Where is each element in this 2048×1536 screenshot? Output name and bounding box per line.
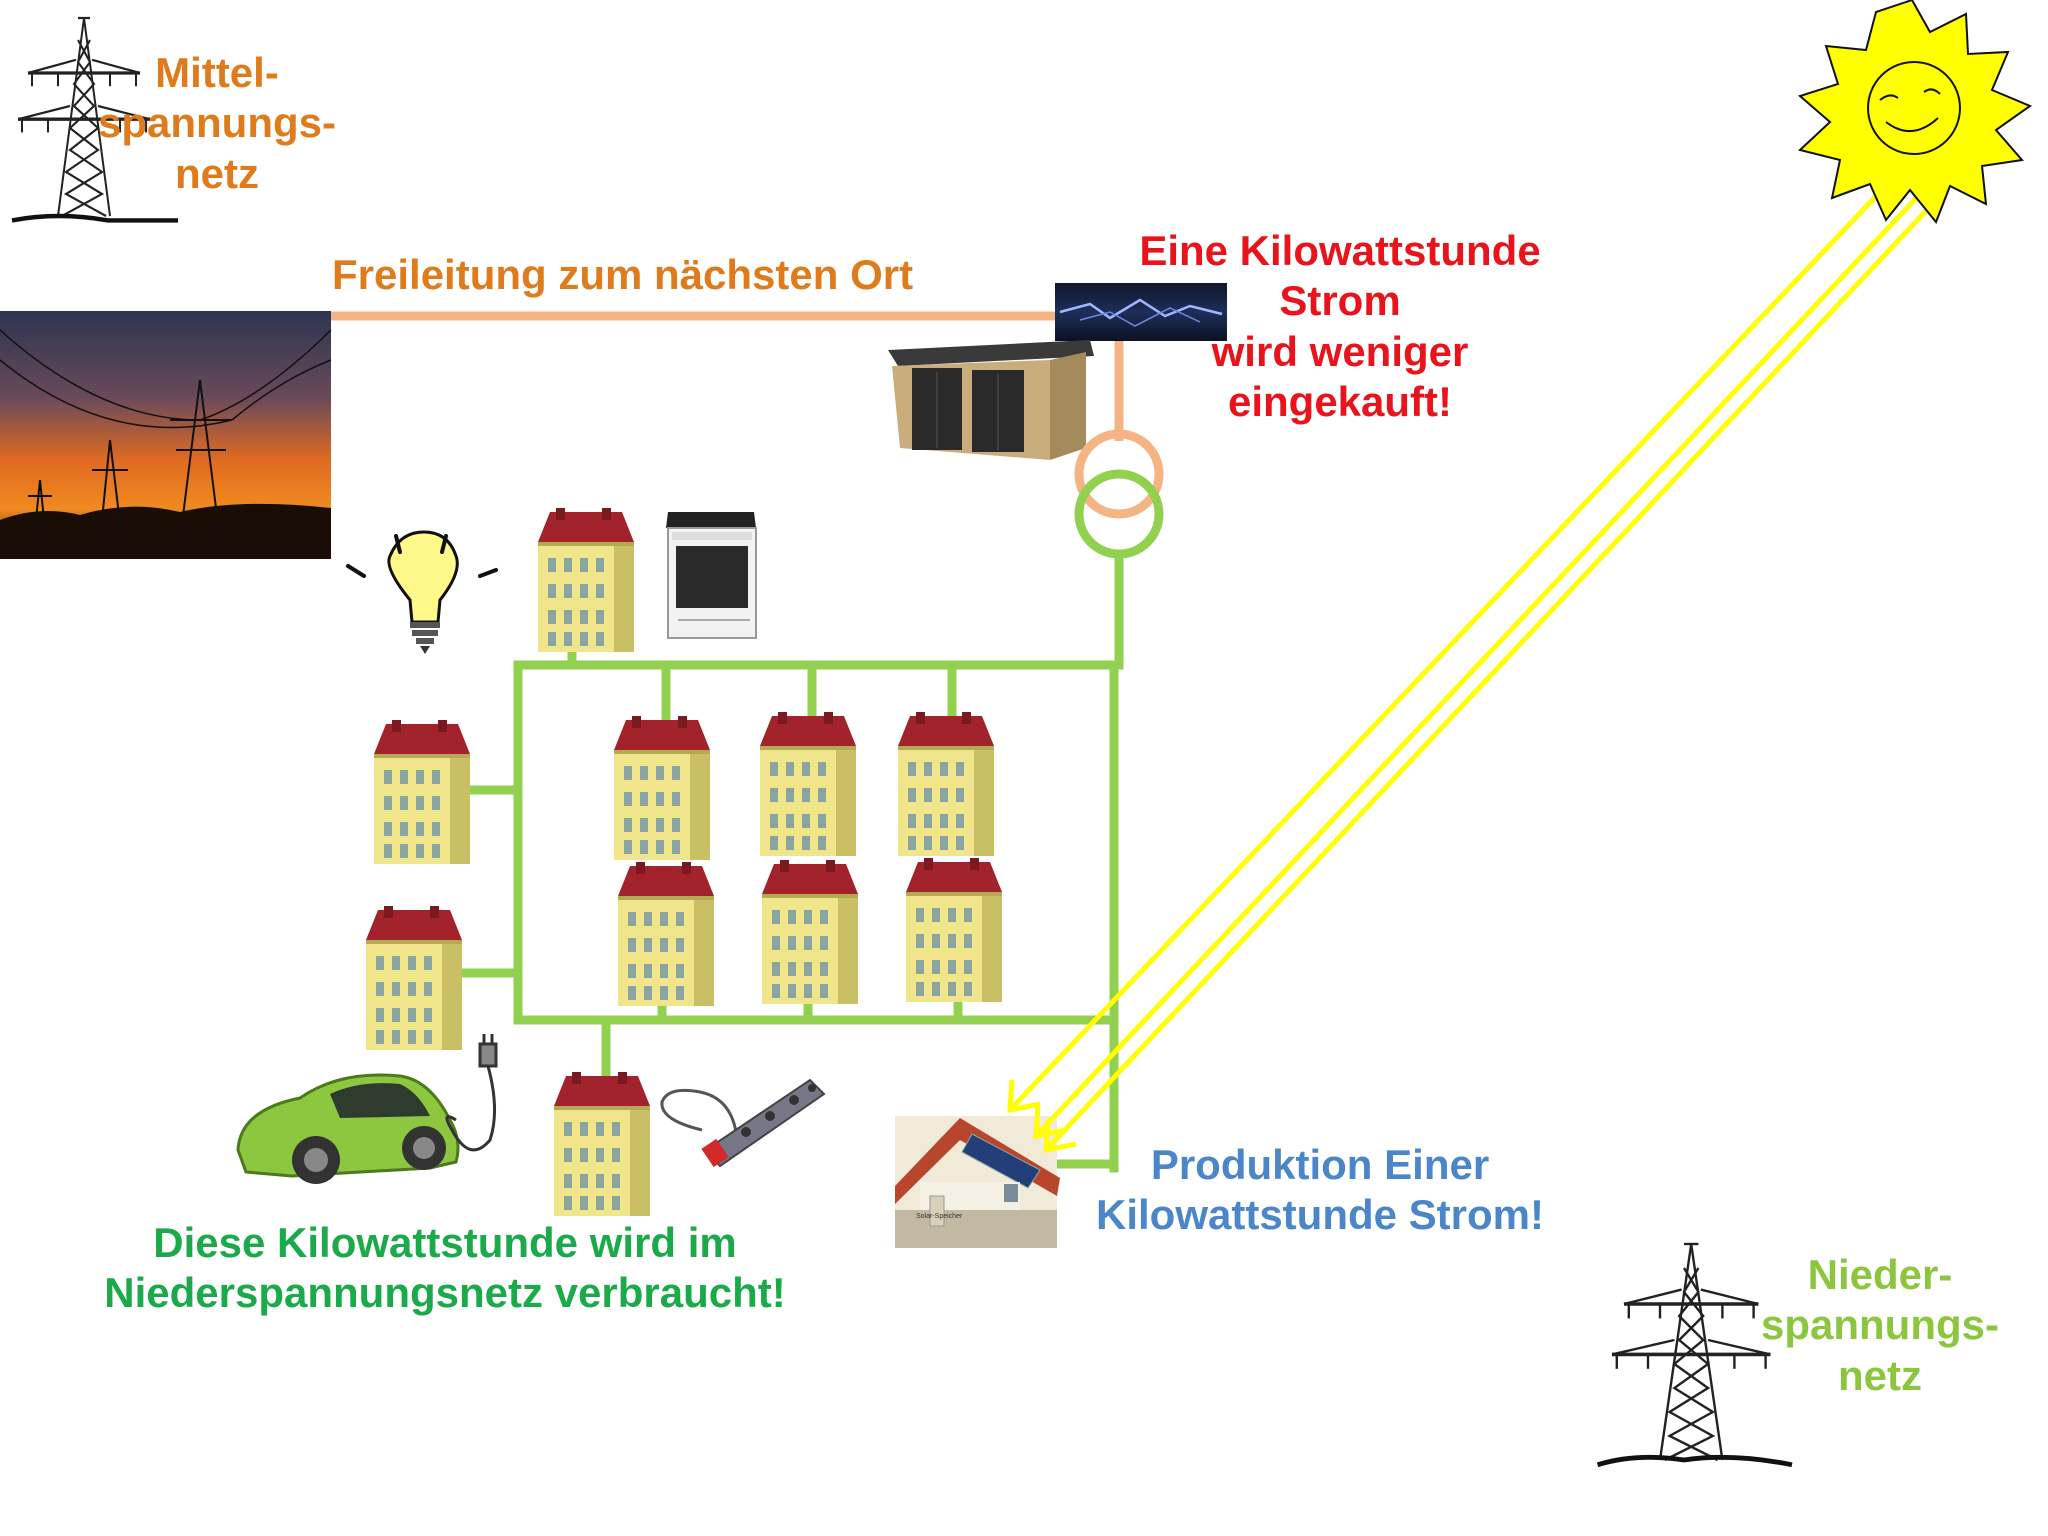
medium-voltage-line-2: spannungs- (98, 99, 336, 147)
apartment-building-icon (374, 720, 470, 864)
smiling-sun-icon (1797, 0, 2033, 224)
production-label: Produktion Einer Kilowattstunde Strom! (1070, 1140, 1570, 1241)
sun-ray-arrows (1007, 1079, 1077, 1154)
power-pylon-icon-low (1596, 1242, 1793, 1468)
power-plug-icon (445, 1034, 498, 1152)
low-voltage-network-label: Nieder- spannungs- netz (1740, 1250, 2020, 1401)
apartment-building-icon (618, 862, 714, 1006)
medium-voltage-line-3: netz (175, 149, 259, 197)
apartment-building-icon (760, 712, 856, 856)
solar-house-icon: Solar-Speicher (895, 1116, 1060, 1248)
apartment-building-icon (366, 906, 462, 1050)
kwh-bought-line-3: wird weniger (1211, 327, 1469, 375)
power-strip-icon (660, 1078, 826, 1168)
sun-rays (1008, 190, 1942, 1152)
electric-stove-icon (666, 512, 757, 639)
apartment-building-icon (762, 860, 858, 1004)
overhead-line-label: Freileitung zum nächsten Ort (332, 250, 913, 300)
medium-voltage-network-label: Mittel- spannungs- netz (92, 48, 342, 199)
electric-car-icon (236, 1073, 460, 1184)
sunset-power-lines-photo (0, 311, 332, 559)
solar-house-caption: Solar-Speicher (916, 1213, 963, 1220)
low-voltage-line-1: Nieder- (1807, 1251, 1953, 1298)
kwh-bought-line-2: Strom (1279, 277, 1401, 325)
production-line-1: Produktion Einer (1150, 1141, 1490, 1188)
apartment-building-icon (898, 712, 994, 856)
overhead-line-text: Freileitung zum nächsten Ort (332, 251, 914, 298)
kwh-bought-line-1: Eine Kilowattstunde (1139, 227, 1541, 274)
transformer-symbol-icon (1074, 429, 1164, 559)
power-pylon-icon-medium (11, 16, 178, 223)
apartment-building-icon (538, 508, 634, 652)
consumed-label: Diese Kilowattstunde wird im Niederspann… (60, 1218, 830, 1319)
consumed-line-1: Diese Kilowattstunde wird im (153, 1219, 737, 1266)
consumed-line-2: Niederspannungsnetz verbraucht! (104, 1269, 786, 1317)
light-bulb-icon (346, 530, 498, 654)
apartment-building-icon (614, 716, 710, 860)
apartment-building-icon (906, 858, 1002, 1002)
lightning-icon (1055, 283, 1227, 341)
kwh-bought-label: Eine Kilowattstunde Strom wird weniger e… (1110, 226, 1570, 428)
apartment-building-icon (554, 1072, 650, 1216)
transformer-station-icon (888, 340, 1094, 460)
low-voltage-line-2: spannungs- (1761, 1301, 1999, 1349)
production-line-2: Kilowattstunde Strom! (1096, 1191, 1544, 1239)
kwh-bought-line-4: eingekauft! (1227, 378, 1453, 426)
medium-voltage-line-1: Mittel- (155, 49, 279, 96)
low-voltage-line-3: netz (1838, 1351, 1922, 1399)
